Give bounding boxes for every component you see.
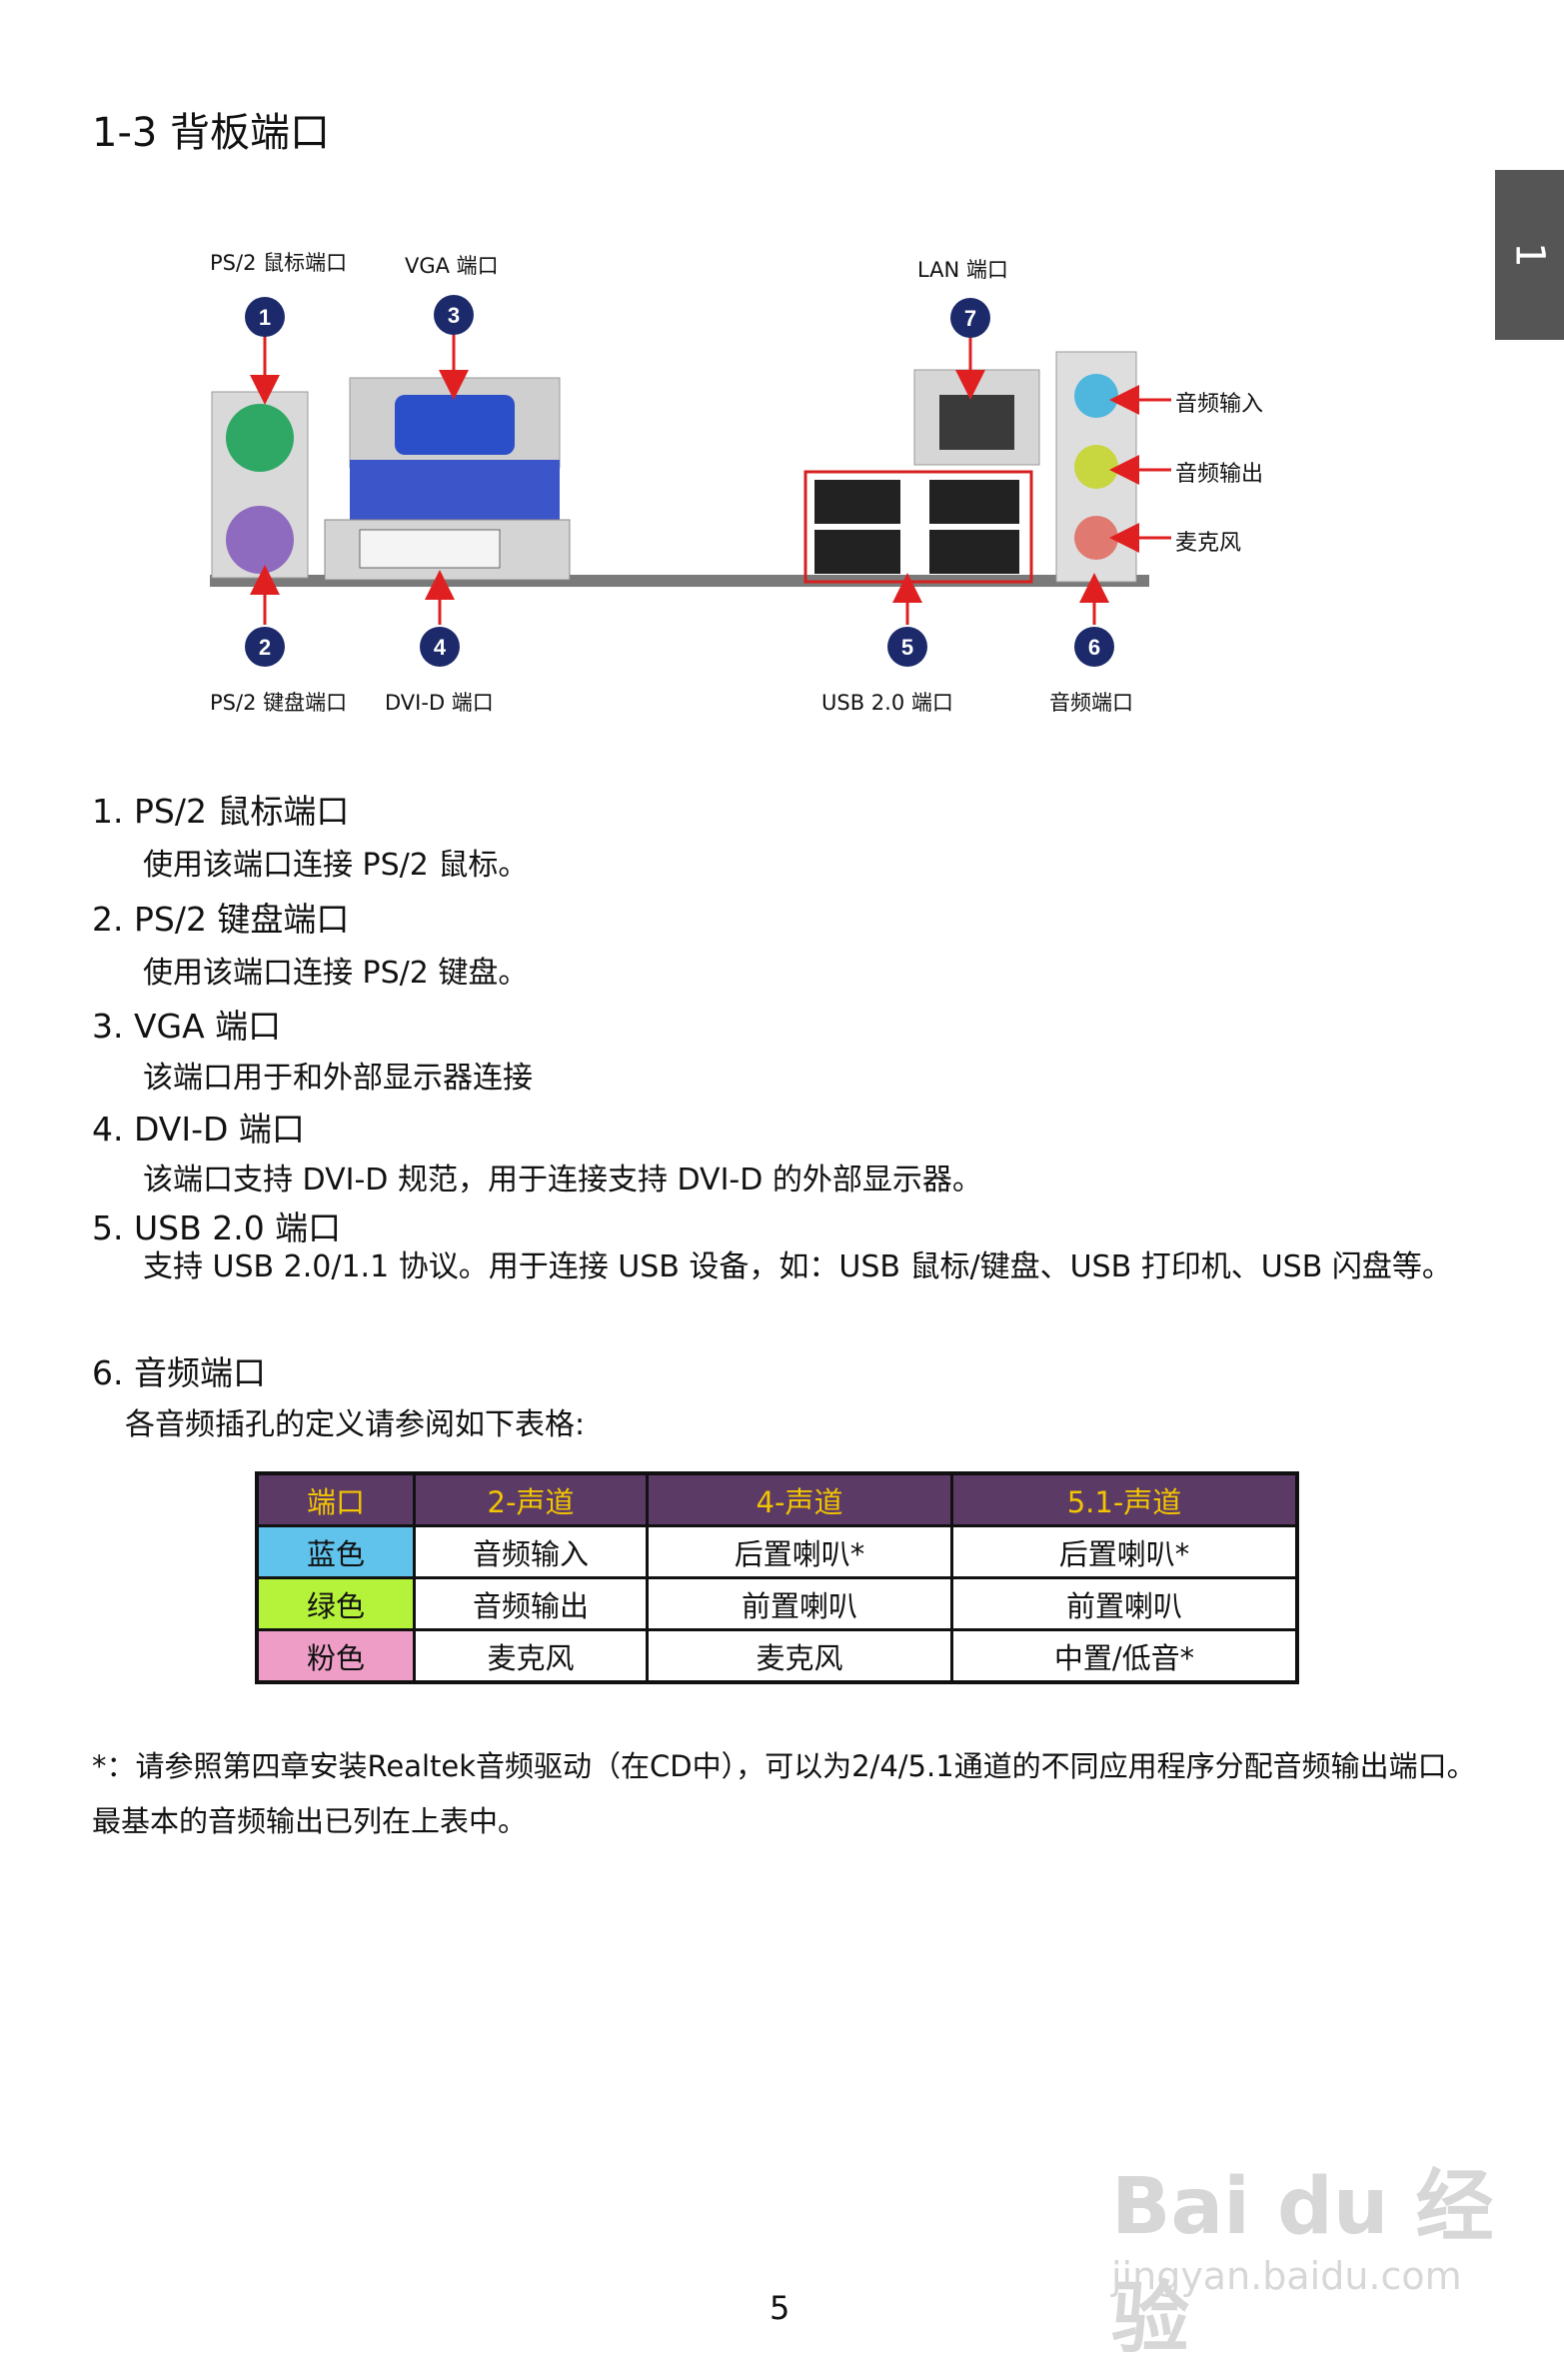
cell: 后置喇叭* bbox=[950, 1524, 1299, 1579]
label-ps2-mouse: PS/2 鼠标端口 bbox=[210, 251, 348, 275]
label-lan: LAN 端口 bbox=[917, 258, 1008, 282]
item-4-heading: 4. DVI-D 端口 bbox=[92, 1110, 305, 1149]
marker-7: 7 bbox=[950, 298, 990, 338]
ps2-mouse-port bbox=[226, 404, 294, 472]
svg-text:5: 5 bbox=[901, 635, 913, 660]
label-microphone: 麦克风 bbox=[1175, 531, 1242, 556]
cell: 后置喇叭* bbox=[646, 1524, 953, 1579]
header-2ch: 2-声道 bbox=[413, 1471, 649, 1527]
chapter-tab: 1 bbox=[1495, 170, 1564, 340]
label-vga: VGA 端口 bbox=[405, 254, 499, 278]
item-5-heading: 5. USB 2.0 端口 bbox=[92, 1208, 342, 1247]
label-dvi: DVI-D 端口 bbox=[385, 691, 494, 715]
item-1-description: 使用该端口连接 PS/2 鼠标。 bbox=[143, 848, 529, 883]
audio-jack-pink bbox=[1074, 516, 1118, 560]
cell: 麦克风 bbox=[413, 1628, 649, 1684]
header-4ch: 4-声道 bbox=[646, 1471, 953, 1527]
item-1-heading: 1. PS/2 鼠标端口 bbox=[92, 792, 350, 831]
svg-text:3: 3 bbox=[448, 303, 460, 328]
cell: 音频输出 bbox=[413, 1576, 649, 1631]
label-usb: USB 2.0 端口 bbox=[821, 691, 953, 715]
cell: 音频输入 bbox=[413, 1524, 649, 1579]
item-2-heading: 2. PS/2 键盘端口 bbox=[92, 900, 350, 939]
vga-port bbox=[395, 395, 515, 455]
item-6-heading: 6. 音频端口 bbox=[92, 1353, 266, 1392]
marker-1: 1 bbox=[245, 297, 285, 337]
audio-jack-table: 端口 2-声道 4-声道 5.1-声道 蓝色 音频输入 后置喇叭* 后置喇叭* … bbox=[255, 1471, 1299, 1684]
table-row: 粉色 麦克风 麦克风 中置/低音* bbox=[255, 1628, 1299, 1684]
lan-port bbox=[939, 395, 1014, 450]
header-port: 端口 bbox=[255, 1471, 416, 1527]
page-number: 5 bbox=[770, 2289, 790, 2327]
item-4-description: 该端口支持 DVI-D 规范，用于连接支持 DVI-D 的外部显示器。 bbox=[143, 1163, 982, 1197]
cell: 中置/低音* bbox=[950, 1628, 1299, 1684]
ps2-keyboard-port bbox=[226, 506, 294, 574]
back-panel-diagram: 1 3 7 2 4 5 6 bbox=[210, 295, 1171, 667]
marker-3: 3 bbox=[434, 295, 474, 335]
marker-6: 6 bbox=[1074, 627, 1114, 667]
table-header-row: 端口 2-声道 4-声道 5.1-声道 bbox=[255, 1471, 1299, 1527]
audio-jack-green bbox=[1074, 445, 1118, 489]
page-title: 1-3 背板端口 bbox=[92, 110, 331, 156]
marker-5: 5 bbox=[887, 627, 927, 667]
audio-jack-blue bbox=[1074, 374, 1118, 418]
port-blue: 蓝色 bbox=[255, 1524, 416, 1579]
footnote: *：请参照第四章安装Realtek音频驱动（在CD中），可以为2/4/5.1通道… bbox=[92, 1749, 1476, 1838]
svg-text:1: 1 bbox=[259, 305, 271, 330]
item-5-description: 支持 USB 2.0/1.1 协议。用于连接 USB 设备，如：USB 鼠标/键… bbox=[143, 1249, 1452, 1284]
port-pink: 粉色 bbox=[255, 1628, 416, 1684]
marker-2: 2 bbox=[245, 627, 285, 667]
usb-port-3 bbox=[929, 480, 1019, 524]
label-audio: 音频端口 bbox=[1049, 691, 1133, 715]
usb-port-1 bbox=[814, 480, 900, 524]
vga-bracket bbox=[350, 460, 560, 520]
item-3-heading: 3. VGA 端口 bbox=[92, 1007, 282, 1046]
label-ps2-keyboard: PS/2 键盘端口 bbox=[210, 691, 348, 715]
item-6-description: 各音频插孔的定义请参阅如下表格: bbox=[125, 1407, 586, 1442]
label-audio-in: 音频输入 bbox=[1175, 392, 1264, 417]
table-row: 绿色 音频输出 前置喇叭 前置喇叭 bbox=[255, 1576, 1299, 1631]
watermark-logo: Bai du 经验 bbox=[1111, 2162, 1494, 2364]
svg-text:2: 2 bbox=[259, 635, 271, 660]
svg-text:6: 6 bbox=[1088, 635, 1100, 660]
svg-text:4: 4 bbox=[434, 635, 447, 660]
item-2-description: 使用该端口连接 PS/2 键盘。 bbox=[143, 956, 529, 991]
item-3-description: 该端口用于和外部显示器连接 bbox=[143, 1061, 533, 1096]
table-row: 蓝色 音频输入 后置喇叭* 后置喇叭* bbox=[255, 1524, 1299, 1579]
usb-port-2 bbox=[814, 530, 900, 574]
label-audio-out: 音频输出 bbox=[1175, 462, 1264, 487]
cell: 麦克风 bbox=[646, 1628, 953, 1684]
marker-4: 4 bbox=[420, 627, 460, 667]
usb-port-4 bbox=[929, 530, 1019, 574]
svg-text:7: 7 bbox=[964, 306, 976, 331]
dvi-port bbox=[359, 529, 501, 569]
cell: 前置喇叭 bbox=[950, 1576, 1299, 1631]
header-51ch: 5.1-声道 bbox=[950, 1471, 1299, 1527]
port-green: 绿色 bbox=[255, 1576, 416, 1631]
cell: 前置喇叭 bbox=[646, 1576, 953, 1631]
watermark-url: jingyan.baidu.com bbox=[1111, 2254, 1462, 2298]
